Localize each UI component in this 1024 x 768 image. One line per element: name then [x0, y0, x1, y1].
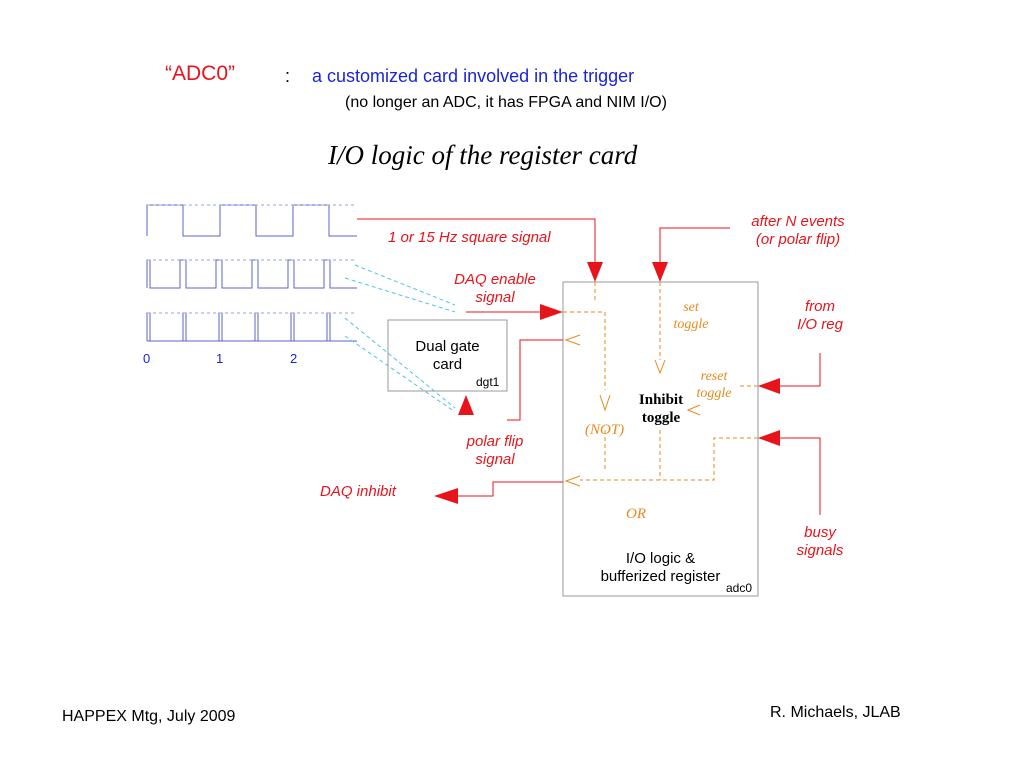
- dual-gate-card-line2: card: [432, 356, 463, 373]
- cyan-connector-lines: [344, 264, 456, 413]
- label-from-io-reg-line1: from: [805, 298, 835, 315]
- label-busy-signals: busy signals: [780, 524, 860, 560]
- orange-arrowheads: [564, 334, 701, 487]
- logic-not-gate: (NOT): [585, 422, 625, 438]
- label-busy-line1: busy: [804, 524, 836, 541]
- logic-reset-toggle: reset toggle: [690, 368, 738, 402]
- logic-set-toggle: set toggle: [668, 299, 714, 333]
- footer-author: R. Michaels, JLAB: [770, 704, 901, 721]
- waveform-dual-gate: [146, 259, 357, 289]
- label-polar-flip-line2: signal: [475, 451, 515, 468]
- red-arrowheads: [434, 262, 780, 504]
- label-daq-enable-line2: signal: [475, 289, 515, 306]
- title-card-name: “ADC0”: [165, 62, 236, 85]
- label-busy-line2: signals: [796, 542, 844, 559]
- logic-or-gate: OR: [626, 506, 646, 522]
- dual-gate-card-tag: dgt1: [476, 375, 500, 389]
- label-daq-inhibit: DAQ inhibit: [320, 483, 396, 500]
- logic-inhibit-line1: Inhibit: [638, 392, 684, 408]
- logic-inhibit-line2: toggle: [641, 410, 681, 426]
- register-card-line2: bufferized register: [600, 568, 721, 585]
- footer-meeting: HAPPEX Mtg, July 2009: [62, 708, 236, 725]
- label-daq-enable-line1: DAQ enable: [454, 271, 536, 288]
- dual-gate-card-line1: Dual gate: [415, 338, 480, 355]
- tick-label-2: 2: [290, 351, 298, 366]
- tick-label-1: 1: [216, 351, 224, 366]
- label-after-n-events-line1: after N events: [751, 213, 845, 230]
- orange-logic-lines: [563, 282, 758, 481]
- title-colon: :: [285, 66, 291, 86]
- label-after-n-events-line2: (or polar flip): [755, 231, 841, 248]
- register-card-label: I/O logic & bufferized register: [563, 550, 758, 586]
- main-heading: I/O logic of the register card: [328, 140, 638, 170]
- logic-inhibit-toggle: Inhibit toggle: [632, 391, 690, 427]
- label-daq-enable: DAQ enable signal: [430, 271, 560, 307]
- logic-reset-line2: toggle: [696, 386, 732, 401]
- label-polar-flip: polar flip signal: [440, 433, 550, 469]
- subtitle: (no longer an ADC, it has FPGA and NIM I…: [345, 94, 667, 111]
- title-description: a customized card involved in the trigge…: [312, 66, 635, 86]
- label-polar-flip-line1: polar flip: [466, 433, 524, 450]
- dual-gate-card-box: [387, 319, 508, 392]
- label-from-io-reg: from I/O reg: [775, 298, 865, 334]
- label-square-signal: 1 or 15 Hz square signal: [388, 229, 551, 246]
- waveform-polar-flip: [146, 312, 357, 342]
- register-card-line1: I/O logic &: [625, 550, 696, 567]
- register-card-tag: adc0: [726, 581, 753, 595]
- dual-gate-card-label: Dual gate card: [388, 338, 507, 374]
- logic-reset-line1: reset: [700, 369, 728, 384]
- logic-set-line1: set: [683, 300, 699, 315]
- tick-label-0: 0: [143, 351, 151, 366]
- label-from-io-reg-line2: I/O reg: [797, 316, 843, 333]
- waveform-dashed-extension: [147, 204, 357, 314]
- logic-set-line2: toggle: [673, 317, 709, 332]
- label-after-n-events: after N events (or polar flip): [718, 213, 878, 249]
- red-wiring: [357, 218, 821, 515]
- waveform-square-signal: [146, 204, 357, 237]
